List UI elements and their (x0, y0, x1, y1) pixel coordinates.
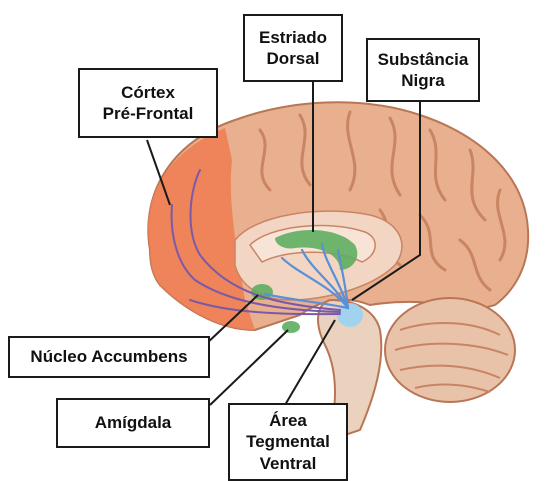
leader-amigdala (210, 330, 288, 405)
label-nigra-line2: Nigra (378, 70, 469, 91)
label-vta-line1: Área (246, 410, 330, 431)
amygdala-shape (282, 321, 300, 333)
label-area-tegmental-ventral: Área Tegmental Ventral (228, 403, 348, 481)
label-amigdala-line1: Amígdala (95, 412, 172, 433)
label-estriado-line2: Dorsal (259, 48, 327, 69)
label-accumbens-line1: Núcleo Accumbens (30, 346, 187, 367)
label-cortex-line1: Córtex (103, 82, 194, 103)
label-vta-line3: Ventral (246, 453, 330, 474)
label-nigra-line1: Substância (378, 49, 469, 70)
label-amigdala: Amígdala (56, 398, 210, 448)
label-estriado-dorsal: Estriado Dorsal (243, 14, 343, 82)
label-estriado-line1: Estriado (259, 27, 327, 48)
label-vta-line2: Tegmental (246, 431, 330, 452)
label-cortex-pre-frontal: Córtex Pré-Frontal (78, 68, 218, 138)
label-nucleo-accumbens: Núcleo Accumbens (8, 336, 210, 378)
label-cortex-line2: Pré-Frontal (103, 103, 194, 124)
label-substancia-nigra: Substância Nigra (366, 38, 480, 102)
